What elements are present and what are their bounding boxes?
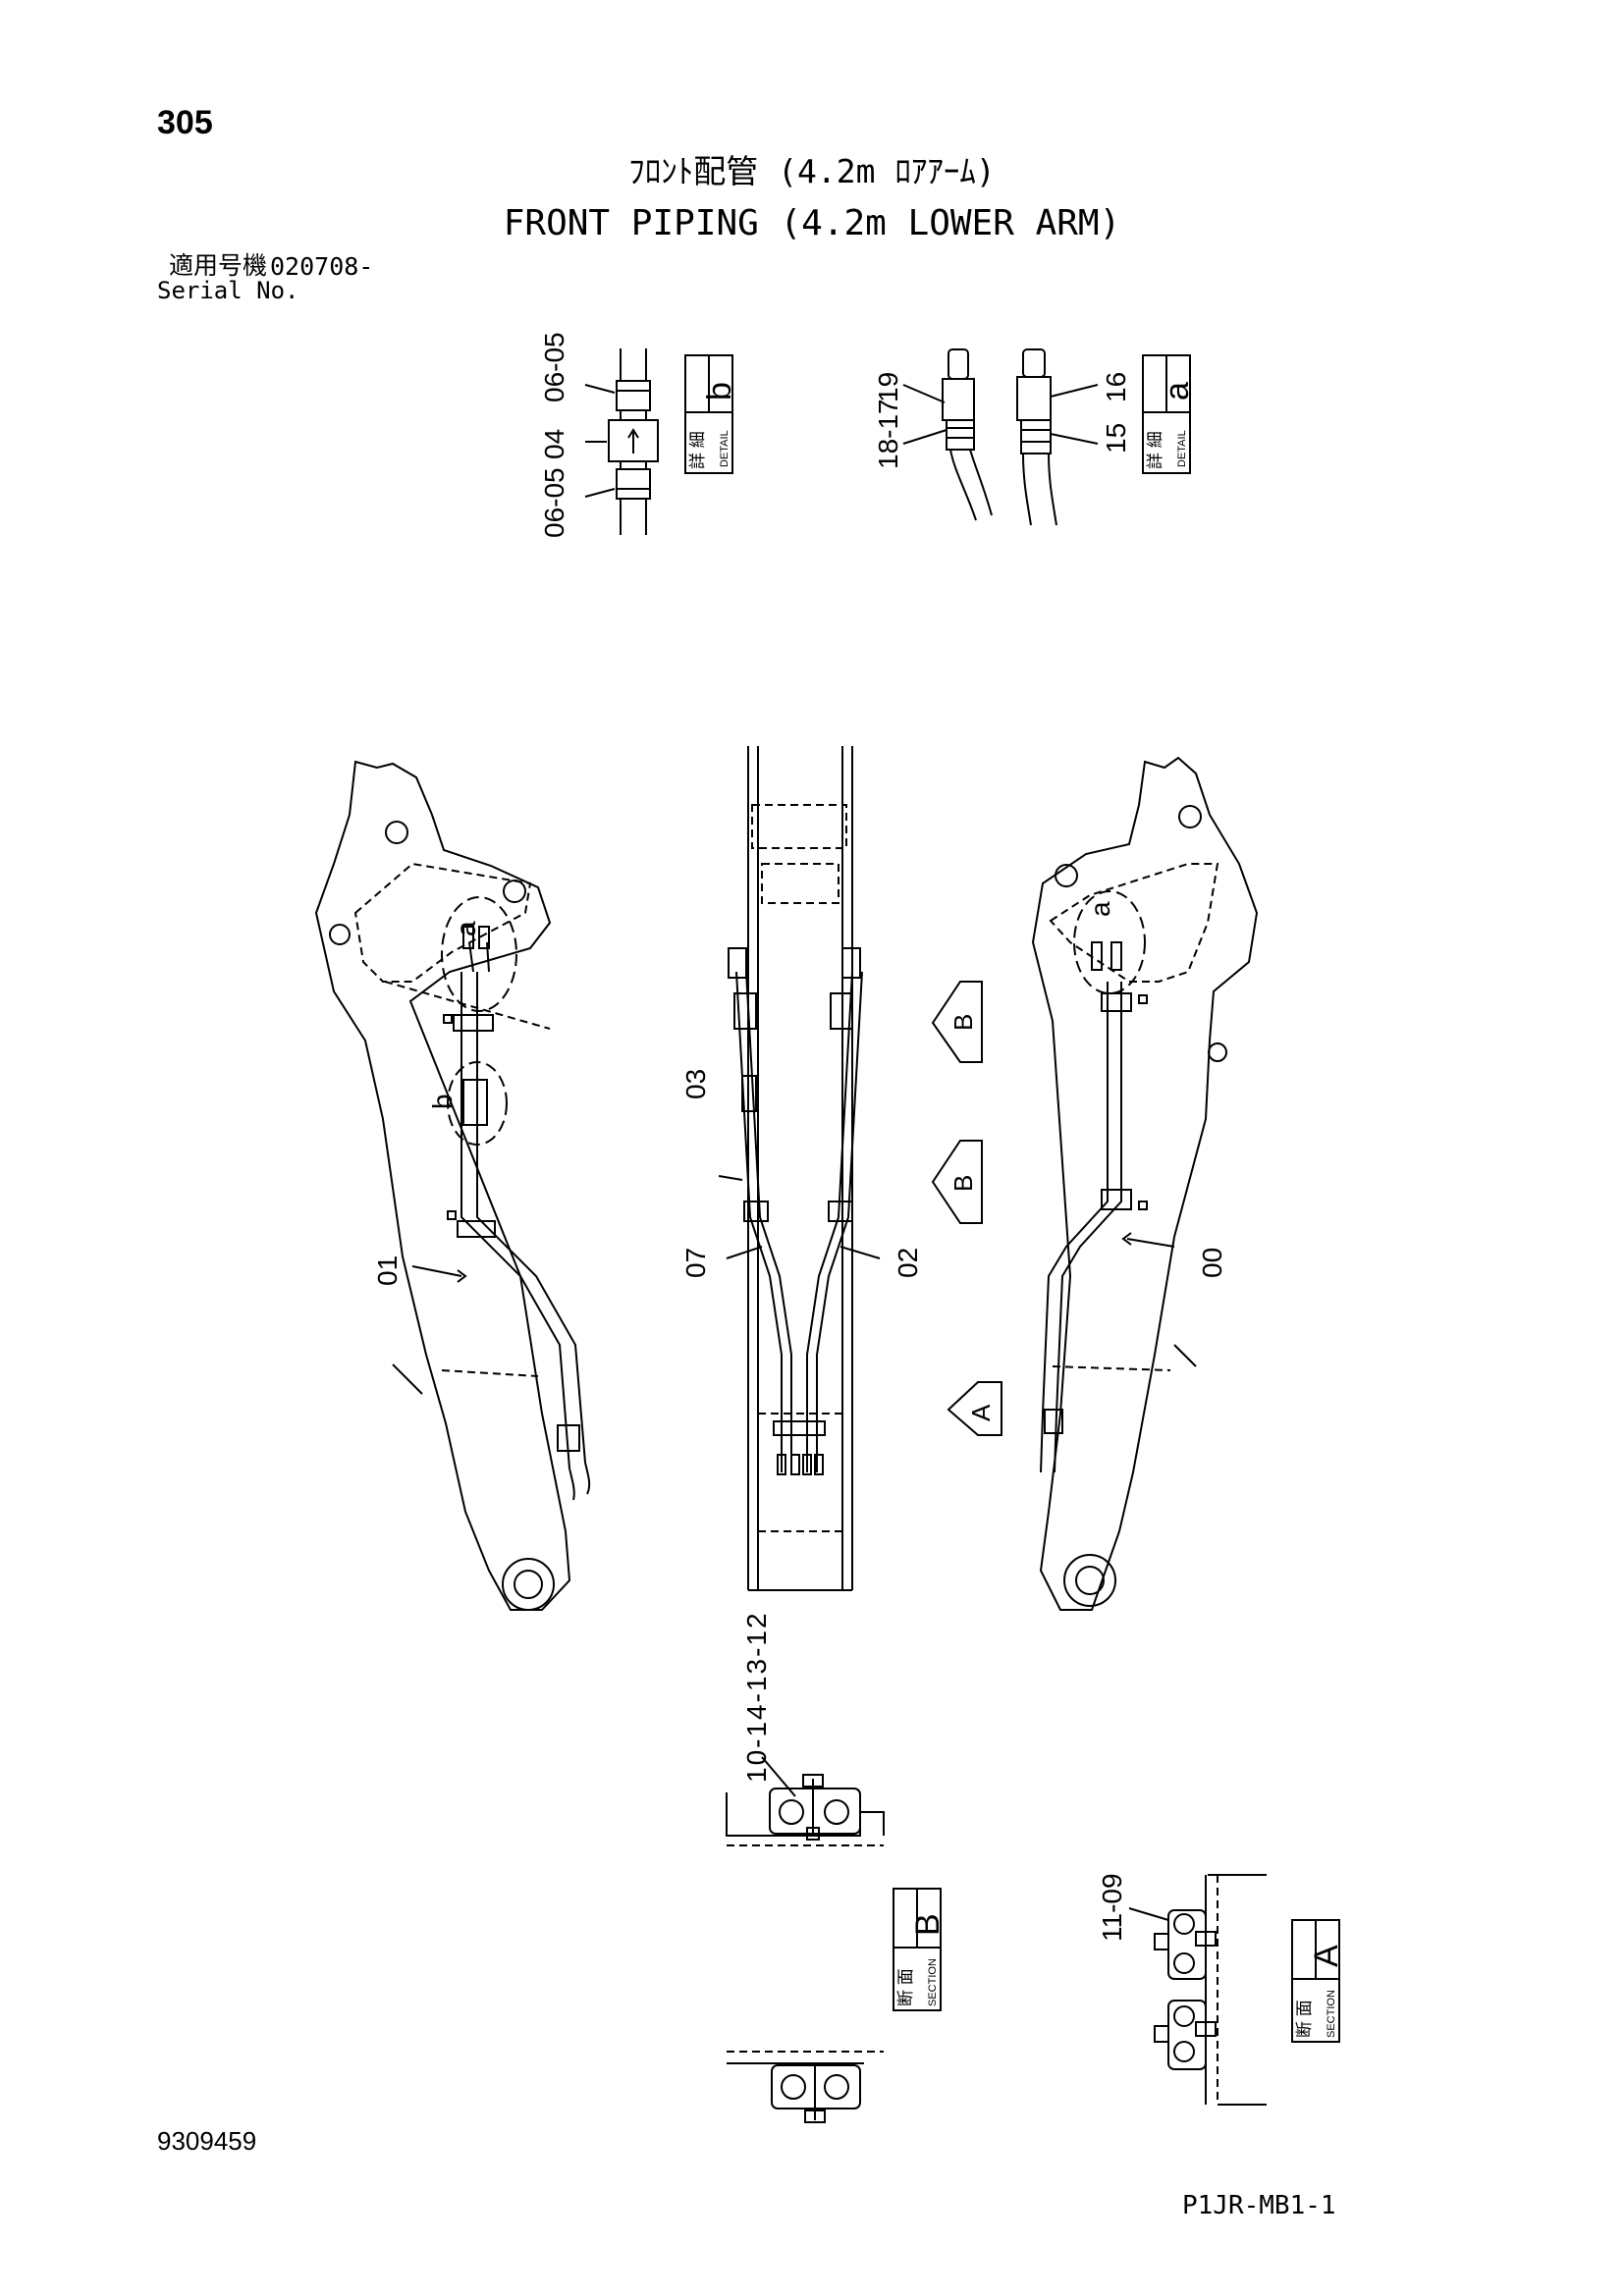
page-code: P1JR-MB1-1 xyxy=(1182,2191,1336,2220)
section-a-label-box: 断 面 SECTION A xyxy=(1291,1919,1345,2043)
callout-04: 04 xyxy=(539,429,569,459)
section-a-callouts: 11-09 xyxy=(1097,1873,1127,1942)
detail-b-callouts: 06-05 04 06-05 xyxy=(539,332,569,538)
detail-b-label-box: 詳 細 DETAIL b xyxy=(684,354,738,474)
left-arm-callout-b: b xyxy=(427,1094,458,1109)
section-a-letter: A xyxy=(1308,1945,1345,1967)
callout-06-05-bottom: 06-05 xyxy=(539,467,569,538)
center-arm-drawing xyxy=(718,746,881,1591)
section-a-drawing xyxy=(1128,1874,1267,2106)
center-arm-callout-03: 03 xyxy=(680,1069,711,1099)
right-arm-callout-a: a xyxy=(1085,901,1115,917)
section-b-drawing xyxy=(726,1756,885,2123)
center-arm-callouts: 03 07 02 xyxy=(680,1069,923,1278)
center-arm-callout-02: 02 xyxy=(893,1248,923,1278)
detail-b-drawing xyxy=(584,348,659,535)
detail-a-label-box: 詳 細 DETAIL a xyxy=(1142,354,1196,474)
center-arm-callout-07: 07 xyxy=(680,1248,711,1278)
left-arm-drawing xyxy=(314,760,591,1611)
section-a-label-en: SECTION xyxy=(1326,1990,1337,2038)
title-japanese: ﾌﾛﾝﾄ配管 (4.2m ﾛｱｱｰﾑ) xyxy=(628,152,996,190)
right-arm-callouts: a 00 xyxy=(1085,901,1227,1278)
view-arrow-a: A xyxy=(966,1404,996,1421)
detail-a-drawing xyxy=(902,348,1099,526)
callout-06-05-top: 06-05 xyxy=(539,332,569,402)
callout-19: 19 xyxy=(873,372,903,402)
callout-16: 16 xyxy=(1101,372,1131,402)
callout-18-17: 18-17 xyxy=(873,399,903,469)
view-arrow-b-upper: B xyxy=(948,1014,978,1031)
detail-a-label-jp: 詳 細 xyxy=(1146,431,1164,469)
serial-label-japanese: 適用号機 xyxy=(169,251,268,280)
detail-b-label-en: DETAIL xyxy=(719,430,731,467)
view-arrows: B B A xyxy=(931,981,1002,1436)
section-b-letter: B xyxy=(909,1913,947,1936)
left-arm-callout-a: a xyxy=(451,921,481,936)
section-b-callouts: 10-14-13-12 xyxy=(741,1611,772,1783)
serial-label-english: Serial No. xyxy=(157,277,299,304)
detail-a-callouts: 19 18-17 16 15 xyxy=(873,372,1131,469)
detail-a-label-en: DETAIL xyxy=(1176,430,1188,467)
section-b-label-jp: 断 面 xyxy=(896,1968,915,2006)
callout-11-09: 11-09 xyxy=(1097,1873,1127,1942)
page-number: 305 xyxy=(157,104,213,141)
detail-b-label-jp: 詳 細 xyxy=(688,431,707,469)
detail-b-letter: b xyxy=(701,382,738,400)
section-b-label-en: SECTION xyxy=(927,1958,939,2006)
left-arm-callout-01: 01 xyxy=(372,1255,403,1286)
section-b-label-box: 断 面 SECTION B xyxy=(893,1888,947,2011)
right-arm-callout-00: 00 xyxy=(1197,1248,1227,1278)
view-arrow-b-lower: B xyxy=(948,1175,978,1192)
right-arm-drawing xyxy=(1031,756,1259,1611)
callout-10-14-13-12: 10-14-13-12 xyxy=(741,1611,772,1783)
document-number: 9309459 xyxy=(157,2126,257,2156)
detail-a-letter: a xyxy=(1159,382,1196,400)
section-a-label-jp: 断 面 xyxy=(1295,2000,1314,2038)
title-english: FRONT PIPING (4.2m LOWER ARM) xyxy=(503,203,1121,243)
left-arm-callouts: a b 01 xyxy=(372,921,481,1286)
callout-15: 15 xyxy=(1101,423,1131,454)
serial-value: 020708- xyxy=(270,252,374,281)
